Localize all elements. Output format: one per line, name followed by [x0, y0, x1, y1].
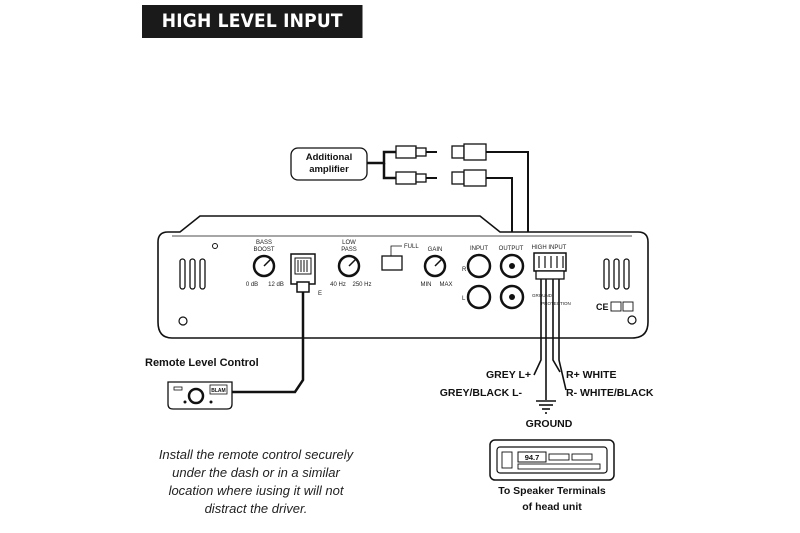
instruction-line: under the dash or in a similar	[172, 465, 340, 480]
jack-r-label: R	[462, 267, 467, 273]
full-switch[interactable]	[381, 255, 403, 271]
input-r-jack[interactable]	[466, 253, 492, 279]
high-input-label: HIGH INPUT	[532, 245, 567, 251]
screw-icon	[627, 315, 637, 325]
screw-icon	[178, 316, 188, 326]
right-vents	[603, 258, 630, 290]
full-label: FULL	[404, 244, 419, 250]
gain-label: GAIN	[428, 247, 443, 253]
left-vents	[179, 258, 206, 290]
instruction-line: distract the driver.	[205, 501, 308, 516]
remote-knob[interactable]	[187, 387, 205, 405]
rca-cables	[367, 143, 529, 268]
head-unit-caption-2: of head unit	[522, 501, 582, 513]
gain-max: MAX	[439, 282, 452, 288]
grey-black-l-minus-label: GREY/BLACK L-	[440, 387, 523, 399]
low-pass-label-1: LOW	[342, 240, 356, 246]
low-pass-max: 250 Hz	[352, 282, 371, 288]
install-instructions: Install the remote control securely unde…	[159, 447, 355, 516]
input-label: INPUT	[470, 246, 488, 252]
low-pass-label-2: PASS	[341, 247, 357, 253]
input-l-jack[interactable]	[466, 284, 492, 310]
protection-led-label: PROTECTION	[541, 301, 571, 306]
amplifier-panel: BASS BOOST 0 dB 12 dB E LOW PASS 40 Hz 2…	[157, 215, 649, 339]
additional-amplifier-label-1: Additional	[306, 152, 352, 163]
remote-level-control[interactable]: BLAM	[167, 381, 233, 410]
bass-boost-label-1: BASS	[256, 240, 272, 246]
head-unit-display: 94.7	[525, 453, 540, 462]
port-e-label: E	[318, 291, 322, 297]
head-unit-caption-1: To Speaker Terminals	[498, 485, 606, 497]
ce-mark: CE	[596, 302, 609, 312]
instruction-line: Install the remote control securely	[159, 447, 355, 462]
remote-port: E	[290, 253, 322, 297]
instruction-line: location where iusing it will not	[169, 483, 345, 498]
ground-led-label: GROUND	[532, 293, 553, 298]
additional-amplifier-box: Additional amplifier	[290, 147, 368, 181]
grey-l-plus-label: GREY L+	[486, 369, 531, 381]
high-input-wires	[533, 279, 567, 400]
ground-icon	[536, 400, 556, 414]
bass-boost-label-2: BOOST	[253, 247, 274, 253]
output-label: OUTPUT	[499, 246, 524, 252]
low-pass-min: 40 Hz	[330, 282, 346, 288]
cert-icon	[622, 301, 634, 312]
remote-level-control-label: Remote Level Control	[145, 357, 259, 369]
r-plus-white-label: R+ WHITE	[566, 369, 616, 381]
remote-brand-logo: BLAM	[211, 388, 225, 394]
weee-icon	[610, 301, 622, 312]
page-title: HIGH LEVEL INPUT WIRING	[142, 5, 363, 65]
r-minus-white-black-label: R- WHITE/BLACK	[566, 387, 654, 399]
gain-min: MIN	[421, 282, 432, 288]
ground-label: GROUND	[526, 418, 573, 430]
jack-l-label: L	[462, 296, 466, 302]
bass-boost-max: 12 dB	[268, 282, 284, 288]
head-unit: 94.7	[489, 439, 615, 481]
remote-cable	[232, 292, 305, 394]
bass-boost-min: 0 dB	[246, 282, 258, 288]
additional-amplifier-label-2: amplifier	[309, 164, 349, 175]
